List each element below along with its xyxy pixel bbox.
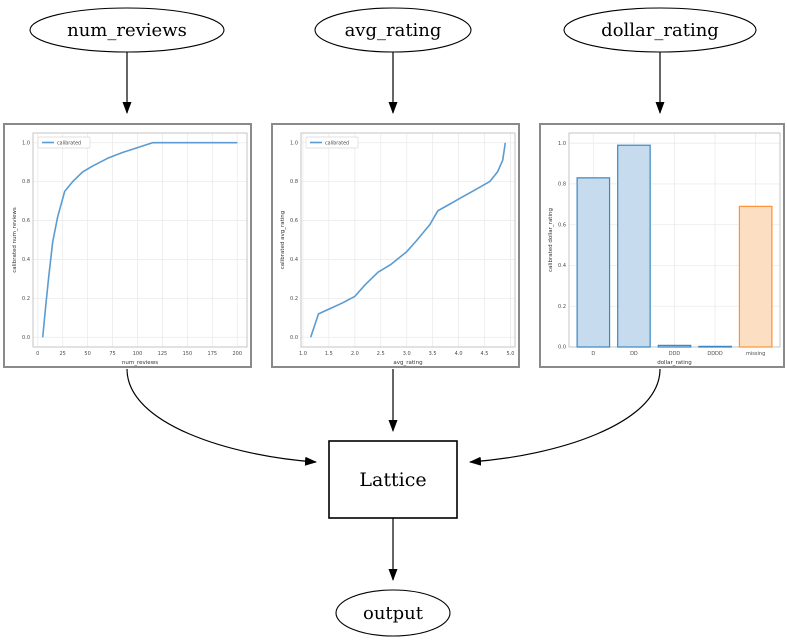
lattice-label: Lattice (359, 469, 426, 491)
x-tick-label: 3.5 (429, 351, 437, 357)
bar-D (576, 177, 611, 348)
figure-background (5, 125, 250, 366)
legend-box (37, 136, 91, 149)
dollar-rating-label: dollar_rating (601, 20, 719, 41)
x-tick-label: DDD (669, 351, 681, 357)
output-label: output (363, 603, 424, 624)
axes-spines (300, 132, 516, 348)
y-tick-label: 0.4 (22, 257, 30, 263)
y-tick-label: 0.2 (558, 304, 566, 310)
x-tick-label: missing (746, 351, 765, 357)
x-tick-label: D (591, 351, 595, 357)
x-tick-label: 50 (84, 351, 90, 357)
bar-DDD (657, 344, 692, 348)
y-tick-label: 0.8 (22, 179, 30, 185)
figure-background (273, 125, 518, 366)
bar-missing (738, 205, 773, 348)
y-tick-label: 0.6 (22, 218, 30, 224)
output-ellipse (335, 589, 451, 637)
calibration-plot-avg-rating: 0.0 0.2 0.4 0.6 0.8 1.0 1.0 1.5 2.0 2.5 3.0 3.5 4.0 4… (271, 123, 520, 368)
y-tick-label: 0.6 (290, 218, 298, 224)
y-tick-label: 0.4 (558, 263, 566, 269)
y-tick-label: 1.0 (290, 140, 298, 146)
lattice-box (328, 440, 458, 519)
x-tick-label: DDDD (707, 351, 723, 357)
bar-DDDD (698, 345, 732, 348)
legend-label: calibrated (57, 141, 81, 147)
x-tick-label: 2.0 (351, 351, 359, 357)
legend-box (305, 136, 359, 149)
x-axis-label: dollar_rating (657, 360, 692, 366)
x-tick-label: 175 (208, 351, 218, 357)
node-output: output (335, 589, 451, 637)
x-tick-label: 25 (59, 351, 65, 357)
node-avg-rating: avg_rating (314, 7, 472, 53)
y-tick-label: 0.0 (22, 335, 30, 341)
node-lattice: Lattice (328, 440, 458, 519)
x-tick-label: 1.0 (299, 351, 307, 357)
num-reviews-label: num_reviews (67, 20, 187, 41)
y-tick-label: 0.2 (290, 296, 298, 302)
x-tick-label: 125 (158, 351, 168, 357)
x-tick-label: 100 (133, 351, 143, 357)
x-tick-label: 150 (183, 351, 193, 357)
dollar-rating-ellipse (563, 7, 757, 53)
y-axis-label: calibrated dollar_rating (548, 208, 554, 272)
y-tick-label: 1.0 (22, 140, 30, 146)
y-axis-label: calibrated avg_rating (280, 211, 286, 270)
node-dollar-rating: dollar_rating (563, 7, 757, 53)
x-tick-label: 4.0 (455, 351, 463, 357)
legend-label: calibrated (325, 141, 349, 147)
x-tick-label: 2.5 (377, 351, 385, 357)
x-tick-label: 1.5 (325, 351, 333, 357)
avg-rating-label: avg_rating (345, 20, 442, 41)
y-tick-label: 0.8 (290, 179, 298, 185)
x-tick-label: 4.5 (481, 351, 489, 357)
x-tick-label: 75 (109, 351, 115, 357)
node-num-reviews: num_reviews (29, 7, 225, 53)
bar-DD (617, 144, 651, 348)
edge-calibration3-to-lattice (469, 368, 661, 466)
y-tick-label: 0.4 (290, 257, 298, 263)
y-tick-label: 1.0 (558, 141, 566, 147)
num-reviews-ellipse (29, 7, 225, 53)
edge-calibration1-to-lattice (126, 368, 317, 466)
y-tick-label: 0.8 (558, 182, 566, 188)
y-tick-label: 0.2 (22, 296, 30, 302)
x-tick-label: DD (630, 351, 638, 357)
x-axis-label: avg_rating (393, 360, 422, 366)
y-tick-label: 0.6 (558, 222, 566, 228)
calibration-plot-num-reviews: 0.0 0.2 0.4 0.6 0.8 1.0 0 25 50 75 100 125 150 175 200… (3, 123, 252, 368)
x-tick-label: 200 (232, 351, 242, 357)
edges (122, 52, 665, 581)
x-tick-label: 0 (36, 351, 39, 357)
y-tick-label: 0.0 (290, 335, 298, 341)
x-axis-label: num_reviews (122, 360, 158, 366)
calibration-curve (309, 142, 507, 338)
avg-rating-ellipse (314, 7, 472, 53)
calibration-curve (41, 141, 238, 338)
x-tick-label: 3.0 (403, 351, 411, 357)
y-tick-label: 0.0 (558, 345, 566, 351)
axes-spines (32, 132, 248, 348)
y-axis-label: calibrated num_reviews (12, 207, 18, 273)
x-tick-label: 5.0 (506, 351, 514, 357)
